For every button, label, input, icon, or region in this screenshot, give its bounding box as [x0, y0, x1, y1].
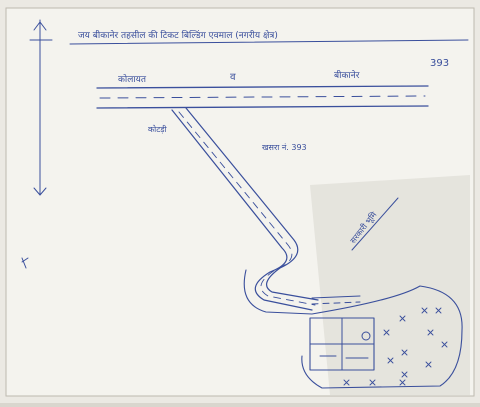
plot-label-center: खसरा नं. 393 [262, 143, 307, 152]
plot-number: 393 [430, 58, 449, 69]
building-structure [309, 317, 375, 371]
paper-shadow [310, 175, 470, 395]
north-arrow-icon [29, 19, 53, 196]
road-label-right: बीकानेर [334, 69, 360, 81]
title-underline [69, 39, 469, 45]
main-road [96, 85, 429, 109]
map-title: जय बीकानेर तहसील की टिकट बिल्डिंग एवमाल … [78, 29, 278, 41]
tree-marks [343, 307, 448, 386]
branch-road [171, 107, 361, 311]
branch-label: कोटड़ी [148, 124, 168, 134]
side-arrow [351, 197, 399, 251]
road-label-middle: व [230, 72, 236, 83]
small-mark-icon [21, 257, 29, 269]
road-label-left: कोलायत [118, 73, 147, 85]
plot-boundary [243, 269, 463, 389]
